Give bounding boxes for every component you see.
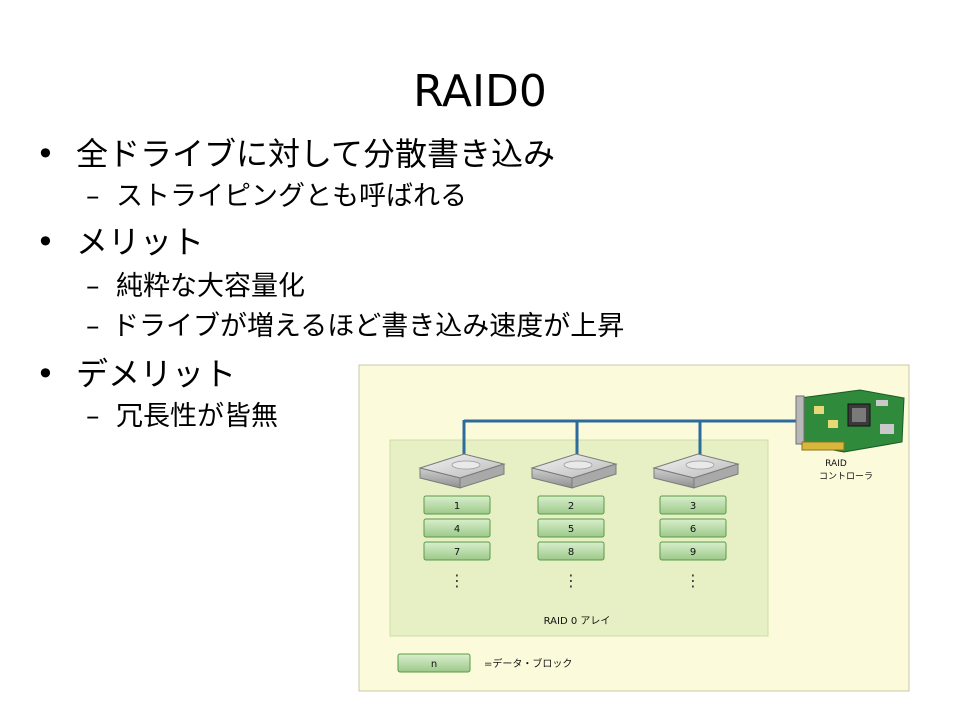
disk-1-blocks: 1 4 7 ⋮: [423, 495, 491, 590]
data-block-label: 8: [568, 547, 574, 558]
subbullet-marker: –: [86, 181, 100, 212]
data-block-label: 1: [454, 501, 460, 512]
bullet-marker: •: [36, 223, 55, 261]
data-block-label: 2: [568, 501, 574, 512]
disk-2: [530, 453, 618, 489]
subbullet-text: 純粋な大容量化: [116, 271, 305, 302]
disk-3-blocks: 3 6 9 ⋮: [659, 495, 727, 590]
legend-block: [397, 653, 471, 673]
subbullet-capacity: –純粋な大容量化: [86, 268, 305, 306]
ellipsis-icon: ⋮: [685, 571, 701, 590]
ellipsis-icon: ⋮: [449, 571, 465, 590]
ellipsis-icon: ⋮: [563, 571, 579, 590]
subbullet-marker: –: [86, 311, 100, 342]
data-block: [537, 518, 605, 538]
data-block: [537, 541, 605, 561]
data-block-label: 3: [690, 501, 696, 512]
data-block: [537, 495, 605, 515]
slide-title: RAID0: [413, 66, 547, 117]
data-block: [423, 518, 491, 538]
raid0-diagram: RAID コントローラ 1 4 7 ⋮: [358, 364, 910, 692]
subbullet-text: ストライピングとも呼ばれる: [116, 181, 467, 212]
disk-3: [652, 453, 740, 489]
subbullet-no-redundancy: –冗長性が皆無: [86, 398, 278, 436]
raid0-diagram-svg: RAID コントローラ 1 4 7 ⋮: [358, 364, 910, 692]
subbullet-speed: –ドライブが増えるほど書き込み速度が上昇: [86, 308, 624, 346]
subbullet-marker: –: [86, 401, 100, 432]
data-block: [659, 541, 727, 561]
bullet-text: デメリット: [76, 355, 237, 393]
data-block-label: 9: [690, 547, 696, 558]
legend-text: =データ・ブロック: [484, 657, 572, 670]
bullet-text: 全ドライブに対して分散書き込み: [76, 135, 556, 173]
controller-label-line2: コントローラ: [819, 471, 873, 482]
data-block: [659, 495, 727, 515]
data-block: [423, 495, 491, 515]
bullet-merit: • メリット: [36, 220, 204, 264]
data-block: [659, 518, 727, 538]
bullet-marker: •: [36, 355, 55, 393]
bullet-demerit: • デメリット: [36, 352, 236, 396]
data-block-label: 7: [454, 547, 460, 558]
subbullet-text: 冗長性が皆無: [116, 401, 278, 432]
subbullet-marker: –: [86, 271, 100, 302]
bus-lines: [462, 419, 810, 460]
bullet-text: メリット: [76, 223, 205, 261]
subbullet-striping: –ストライピングとも呼ばれる: [86, 178, 467, 216]
disk-2-blocks: 2 5 8 ⋮: [537, 495, 605, 590]
bullet-marker: •: [36, 135, 55, 173]
data-block-label: 6: [690, 524, 696, 535]
data-block-label: 5: [568, 524, 574, 535]
legend-block-label: n: [431, 659, 437, 670]
subbullet-text: ドライブが増えるほど書き込み速度が上昇: [112, 311, 625, 342]
disk-1: [418, 453, 506, 489]
raid-controller-card: [795, 389, 905, 453]
controller-label-line1: RAID: [825, 459, 847, 469]
data-block-label: 4: [454, 524, 460, 535]
data-block: [423, 541, 491, 561]
bullet-distributed-write: • 全ドライブに対して分散書き込み: [36, 132, 555, 176]
array-label: RAID 0 アレイ: [544, 616, 611, 627]
